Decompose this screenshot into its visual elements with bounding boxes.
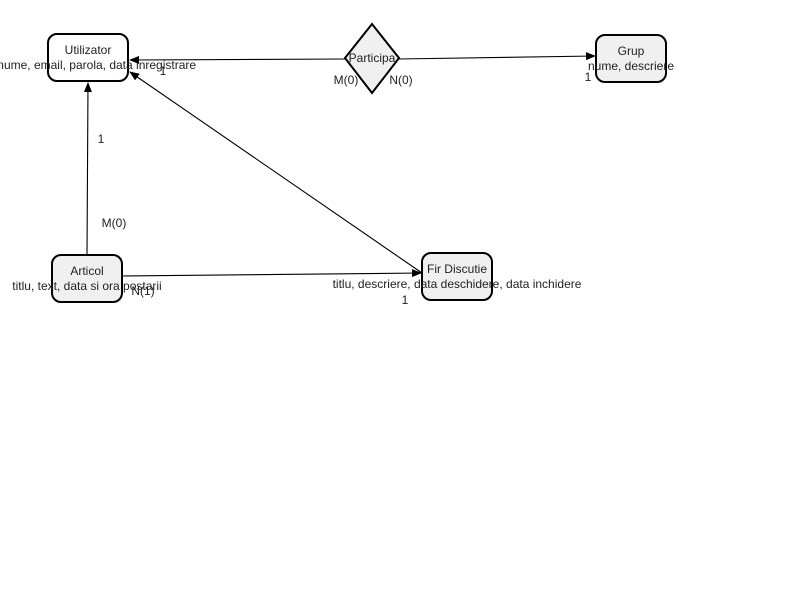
relationship-participa-name: Participa <box>349 51 396 65</box>
entity-articol-box <box>51 254 123 303</box>
entity-articol-name: Articol <box>70 264 103 278</box>
cardinality-articol-fir: N(1) <box>131 284 154 298</box>
relationship-participa[interactable]: Participa <box>343 22 401 95</box>
entity-articol[interactable]: Articol titlu, text, data si ora postari… <box>12 254 162 303</box>
entity-fir-discutie-attributes: titlu, descriere, data deschidere, data … <box>333 277 582 291</box>
entity-articol-attributes: titlu, text, data si ora postarii <box>12 279 161 293</box>
entity-fir-discutie-name: Fir Discutie <box>427 262 487 276</box>
entity-grup-attributes: nume, descriere <box>588 59 674 73</box>
cardinality-participa-right: N(0) <box>389 73 412 87</box>
edge-participa-utilizator <box>129 55 347 64</box>
cardinality-participa-grup: 1 <box>585 70 592 84</box>
cardinality-fir-articol: 1 <box>402 293 409 307</box>
edge-fir-utilizator <box>129 71 423 274</box>
edge-articol-utilizator <box>83 82 92 256</box>
entity-fir-discutie-box <box>421 252 493 301</box>
cardinality-participa-left: M(0) <box>334 73 359 87</box>
relationship-participa-diamond <box>343 22 401 95</box>
entity-utilizator-box <box>47 33 129 82</box>
edge-participa-grup <box>397 52 596 61</box>
entity-utilizator-attributes: prenume, email, parola, data inregistrar… <box>0 58 196 72</box>
edge-articol-fir <box>121 269 422 278</box>
entity-grup-box <box>595 34 667 83</box>
cardinality-participa-utilizator: 1 <box>160 64 167 78</box>
cardinality-articol-utilizator: 1 <box>98 132 105 146</box>
entity-grup[interactable]: Grup nume, descriere <box>588 34 674 83</box>
entity-fir-discutie[interactable]: Fir Discutie titlu, descriere, data desc… <box>333 252 582 301</box>
cardinality-utilizator-articol: M(0) <box>102 216 127 230</box>
entity-utilizator-name: Utilizator <box>65 43 112 57</box>
entity-grup-name: Grup <box>618 44 645 58</box>
entity-utilizator[interactable]: Utilizator prenume, email, parola, data … <box>0 33 196 82</box>
